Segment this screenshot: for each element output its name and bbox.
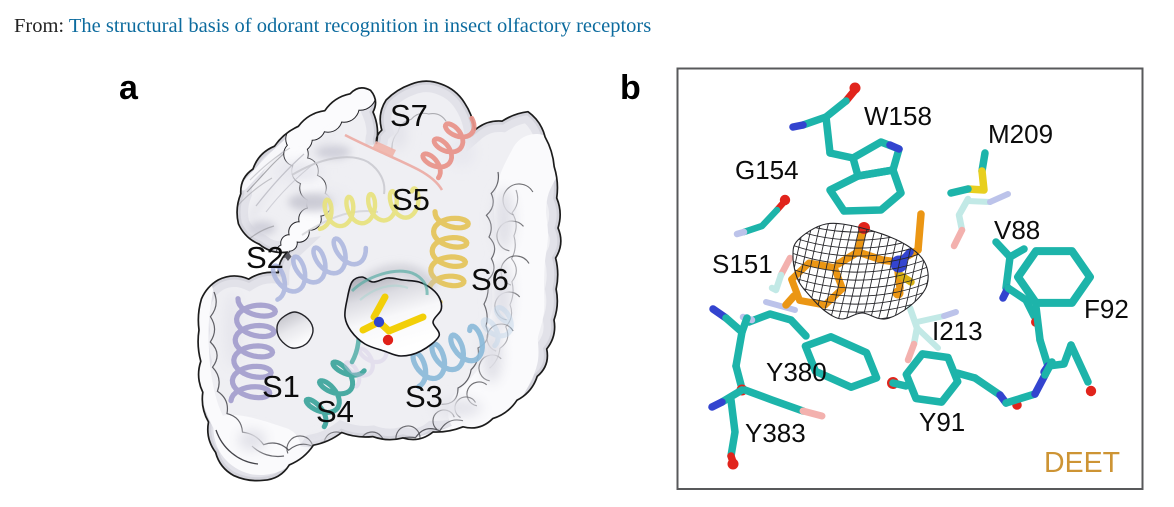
svg-text:F92: F92 [1084, 294, 1129, 324]
svg-text:S151: S151 [712, 249, 773, 279]
svg-text:S5: S5 [392, 182, 430, 217]
svg-text:Y380: Y380 [766, 357, 827, 387]
svg-text:S4: S4 [316, 394, 354, 429]
svg-text:S7: S7 [390, 98, 428, 133]
svg-text:Y383: Y383 [745, 418, 806, 448]
svg-text:M209: M209 [988, 119, 1053, 149]
svg-text:S2: S2 [246, 240, 284, 275]
svg-text:W158: W158 [864, 101, 932, 131]
svg-text:b: b [620, 69, 641, 107]
svg-text:DEET: DEET [1044, 447, 1120, 479]
svg-text:I213: I213 [932, 316, 983, 346]
svg-text:a: a [119, 69, 139, 107]
svg-text:V88: V88 [994, 215, 1040, 245]
svg-text:Y91: Y91 [919, 407, 965, 437]
svg-text:G154: G154 [735, 155, 799, 185]
svg-text:S3: S3 [405, 379, 443, 414]
svg-text:S1: S1 [262, 369, 300, 404]
svg-text:S6: S6 [471, 262, 509, 297]
